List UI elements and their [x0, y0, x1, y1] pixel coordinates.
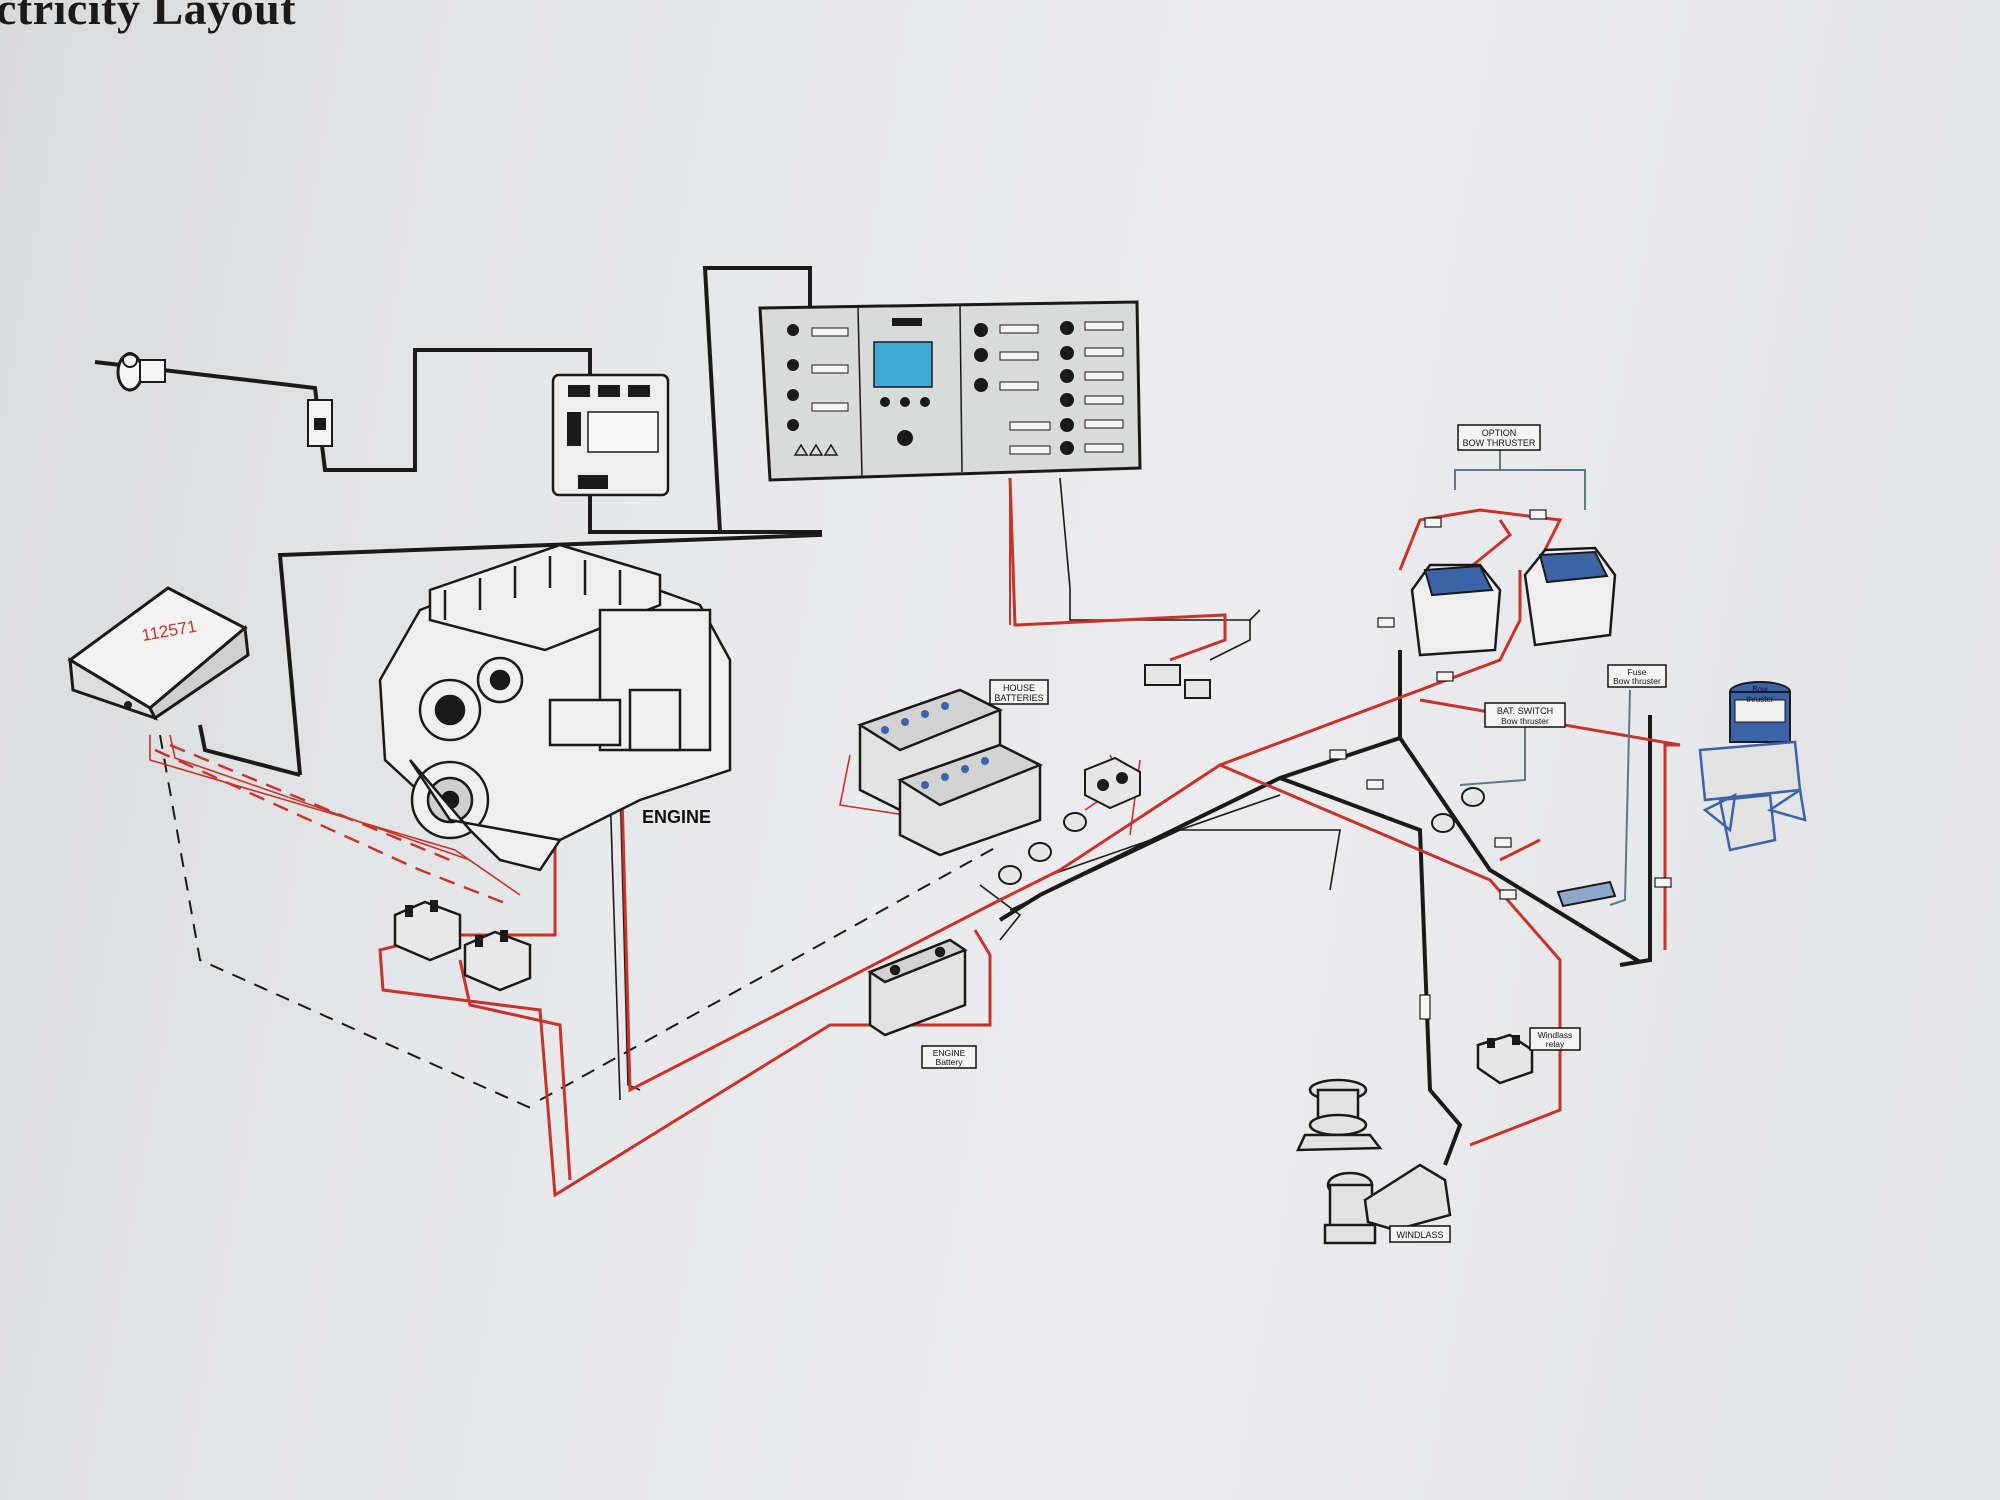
house-batteries [857, 688, 1044, 857]
windlass [1323, 1163, 1452, 1245]
house-batteries-label-l1: HOUSE [1003, 683, 1035, 693]
engine-relay-1 [393, 900, 462, 962]
engine-relay-2 [463, 930, 532, 992]
battery-switches [998, 664, 1211, 885]
thruster-battery-2 [1523, 546, 1617, 647]
shore-inlet [116, 352, 166, 392]
bow-thruster-label-l1: Bow [1752, 685, 1768, 694]
engine-battery-label-l1: ENGINE [933, 1048, 966, 1058]
engine-battery [867, 938, 968, 1037]
elcb-switch [307, 399, 333, 447]
distribution-panel [758, 300, 1142, 482]
engine-illustration [378, 543, 732, 872]
bat-switch-label-l2: Bow thruster [1501, 716, 1549, 726]
option-bow-thruster-label-l2: BOW THRUSTER [1463, 438, 1536, 448]
engine-label: ENGINE [642, 807, 711, 827]
wire-tags [1329, 509, 1672, 1020]
option-bow-thruster-label-l1: OPTION [1482, 428, 1517, 438]
windlass-label: WINDLASS [1389, 1225, 1451, 1243]
positive-wires [378, 477, 1681, 1198]
windlass-relay-label: Windlass relay [1529, 1027, 1581, 1051]
bow-thruster-switches [1431, 787, 1485, 833]
windlass-label-text: WINDLASS [1396, 1230, 1443, 1240]
signal-wires [1454, 450, 1631, 906]
bow-thruster [1698, 681, 1807, 852]
engine-battery-label: ENGINE Battery [921, 1045, 977, 1069]
thruster-battery-1 [1410, 563, 1502, 657]
page-title: ctricity Layout [0, 0, 297, 34]
house-batteries-label-l2: BATTERIES [994, 693, 1043, 703]
battery-charger [551, 373, 670, 497]
windlass-relay-label-l1: Windlass [1538, 1030, 1572, 1040]
fuse-label-l2: Bow thruster [1613, 676, 1661, 686]
bat-switch-label-l1: BAT. SWITCH [1497, 706, 1553, 716]
bow-thruster-fuse [1556, 880, 1617, 908]
dashed-wires [159, 734, 1001, 1111]
dashed-positive-wires [154, 743, 511, 907]
fuse-label: Fuse Bow thruster [1607, 664, 1667, 688]
panel-display [873, 341, 933, 388]
bow-thruster-label-l2: thruster [1746, 695, 1773, 704]
fuse-label-l1: Fuse [1628, 667, 1647, 677]
bat-switch-label: BAT. SWITCH Bow thruster [1484, 702, 1566, 728]
windlass-relay [1476, 1033, 1534, 1085]
option-bow-thruster-label: OPTION BOW THRUSTER [1457, 424, 1541, 451]
engine-battery-label-l2: Battery [936, 1057, 964, 1067]
windlass-control [1296, 1078, 1383, 1152]
house-batteries-label: HOUSE BATTERIES [989, 679, 1049, 705]
control-box [67, 586, 250, 721]
windlass-relay-label-l2: relay [1546, 1039, 1565, 1049]
